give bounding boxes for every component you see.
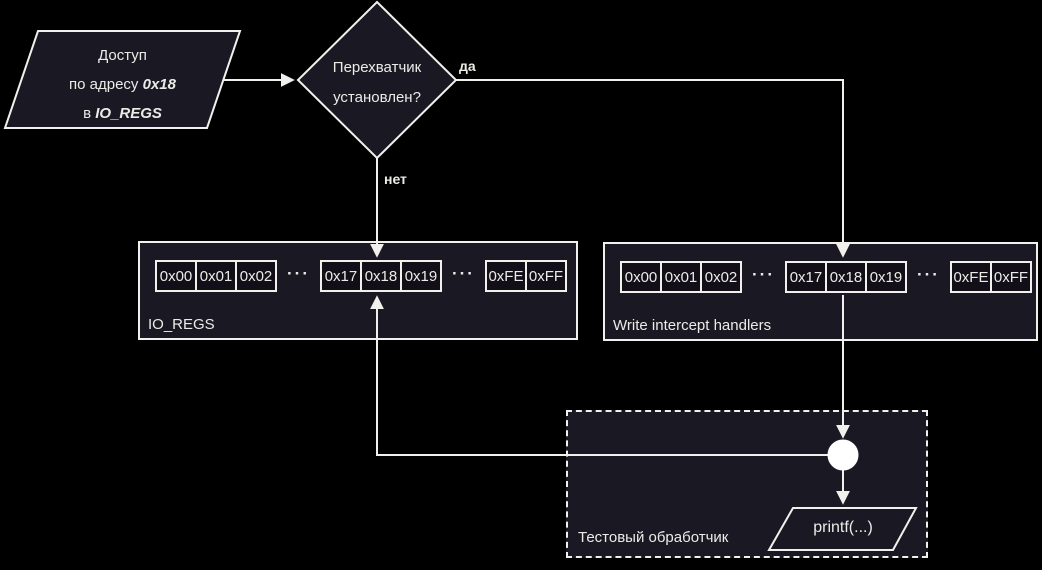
memory-cell: 0x00 bbox=[620, 261, 662, 293]
memory-cell: 0x18 bbox=[824, 261, 867, 293]
ellipsis: ··· bbox=[916, 265, 940, 284]
edge-label-yes: да bbox=[459, 58, 476, 74]
memory-cell: 0x19 bbox=[399, 260, 442, 292]
start-line-1: Доступ bbox=[98, 47, 147, 64]
start-line-3: в IO_REGS bbox=[83, 105, 162, 122]
memory-cell: 0x01 bbox=[660, 261, 702, 293]
edge-label-no: нет bbox=[384, 171, 407, 187]
memory-cell: 0x00 bbox=[155, 260, 197, 292]
memory-cell: 0x02 bbox=[235, 260, 277, 292]
ellipsis: ··· bbox=[752, 265, 775, 284]
memory-cell: 0xFE bbox=[949, 261, 992, 293]
memory-cell: 0x02 bbox=[700, 261, 742, 293]
decision-line-2: установлен? bbox=[333, 89, 421, 106]
edge-yes-to-handlers bbox=[456, 79, 850, 258]
start-line-2: по адресу 0x18 bbox=[69, 76, 176, 93]
memory-cell: 0x18 bbox=[359, 260, 402, 292]
ellipsis: ··· bbox=[287, 264, 310, 283]
io-regs-label: IO_REGS bbox=[148, 316, 215, 333]
printf-node-text: printf(...) bbox=[813, 519, 873, 536]
memory-cell: 0x19 bbox=[864, 261, 907, 293]
memory-cell: 0x17 bbox=[784, 261, 827, 293]
ellipsis: ··· bbox=[451, 264, 475, 283]
memory-cell: 0x01 bbox=[195, 260, 237, 292]
decision-node-text: Перехватчик установлен? bbox=[297, 53, 457, 113]
test-handler-label: Тестовый обработчик bbox=[578, 529, 729, 546]
memory-cell: 0xFF bbox=[524, 260, 567, 292]
start-node-text: Доступ по адресу 0x18 в IO_REGS bbox=[10, 41, 235, 128]
handlers-label: Write intercept handlers bbox=[613, 317, 772, 334]
decision-line-1: Перехватчик bbox=[332, 59, 422, 76]
memory-cell: 0x17 bbox=[319, 260, 362, 292]
memory-cell: 0xFF bbox=[989, 261, 1032, 293]
memory-cell: 0xFE bbox=[484, 260, 527, 292]
